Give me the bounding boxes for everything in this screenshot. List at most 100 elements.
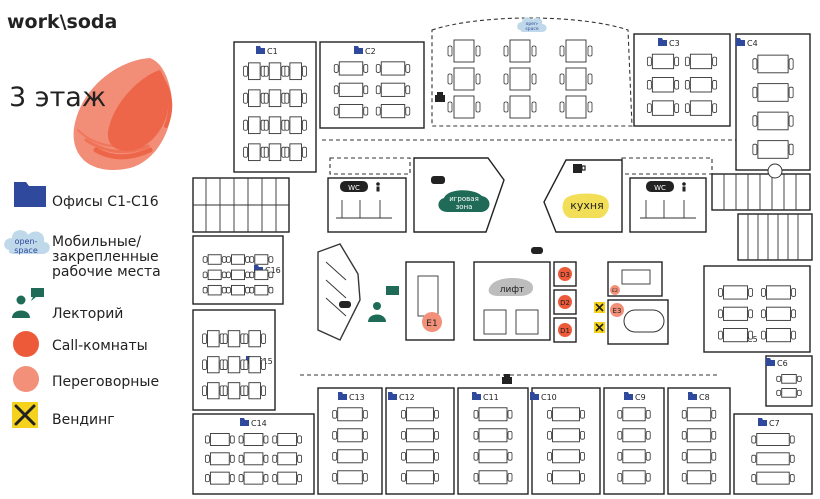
chair <box>788 143 794 156</box>
chair <box>617 472 623 482</box>
desk <box>380 104 406 119</box>
chair <box>712 80 718 90</box>
desk <box>651 77 675 93</box>
chair <box>333 85 339 95</box>
desk <box>686 449 712 464</box>
chair <box>587 73 593 85</box>
desk <box>757 111 789 131</box>
chair <box>547 409 552 419</box>
desk <box>689 100 713 116</box>
chair <box>243 92 248 104</box>
chair <box>363 106 369 116</box>
chair <box>748 309 753 319</box>
call-room-d3-label: D3 <box>560 271 570 279</box>
chair <box>284 92 290 104</box>
chair <box>229 454 235 463</box>
desk <box>248 89 261 108</box>
chair <box>226 286 231 294</box>
office-9: С9 <box>603 387 665 495</box>
chair <box>332 472 338 482</box>
office-label: С1 <box>267 47 278 56</box>
desk <box>337 407 363 422</box>
chair <box>333 106 339 116</box>
chair <box>580 430 585 440</box>
office-2: С2 <box>319 41 425 129</box>
chair <box>559 45 565 57</box>
chair <box>238 435 244 444</box>
mug-icon <box>573 164 586 173</box>
desk <box>478 470 508 485</box>
chair <box>617 430 623 440</box>
chair <box>263 92 269 104</box>
open-space-top-text-2: space <box>525 27 538 32</box>
desk <box>248 382 261 400</box>
chair <box>789 474 795 483</box>
chair <box>752 115 758 127</box>
chair <box>249 271 255 279</box>
chair <box>776 389 782 396</box>
chair <box>229 435 235 444</box>
legend-label-open-space-line1: Мобильные/ <box>52 234 141 250</box>
office-15: С15 <box>192 309 276 411</box>
desk <box>565 95 587 119</box>
brush-stroke-decoration <box>73 58 173 171</box>
person-icon <box>682 182 686 192</box>
meeting-room-e2: E2 <box>607 261 663 297</box>
desk <box>248 330 261 348</box>
desk <box>207 254 222 265</box>
chair <box>674 56 680 67</box>
chair <box>473 430 479 440</box>
chair <box>205 454 210 463</box>
chair <box>221 286 227 294</box>
chair <box>375 64 381 73</box>
chair <box>284 65 290 77</box>
legend-panel: work\soda 3 этаж Офисы С1-С16 open- spac… <box>4 11 173 428</box>
desk <box>757 140 789 159</box>
chair <box>684 56 690 67</box>
chair <box>645 430 651 440</box>
desk <box>277 433 298 446</box>
office-1: С1 <box>233 41 317 173</box>
desk <box>689 77 713 93</box>
chair <box>681 430 687 440</box>
desk <box>289 116 302 135</box>
legend-label-lecture: Лекторий <box>52 306 123 322</box>
desk <box>406 407 434 422</box>
folder-icon <box>240 418 249 426</box>
chair <box>202 359 207 370</box>
chair <box>202 286 208 294</box>
desk <box>756 433 790 446</box>
chair <box>447 73 453 85</box>
chair <box>245 271 250 279</box>
chair <box>221 256 227 263</box>
legend-label-open-space-line3: рабочие места <box>52 264 161 280</box>
office-8: С8 <box>667 387 731 495</box>
desk <box>243 452 264 466</box>
chair <box>712 56 718 67</box>
elevator-label: лифт <box>500 285 525 295</box>
kitchen: кухня <box>543 159 623 233</box>
folder-icon <box>688 392 697 400</box>
chair <box>297 454 302 463</box>
desk <box>723 328 748 343</box>
chair <box>507 409 513 419</box>
desk <box>686 407 712 422</box>
desk <box>757 83 789 102</box>
chair <box>268 286 274 294</box>
meeting-room-e2-label: E2 <box>612 288 618 294</box>
chair <box>507 430 513 440</box>
folder-icon <box>338 392 347 400</box>
desk <box>453 39 475 63</box>
chair <box>547 472 552 482</box>
chair <box>263 65 269 77</box>
desk <box>209 452 230 466</box>
legend-item-vending: Вендинг <box>12 402 115 428</box>
chair <box>263 146 269 158</box>
meeting-room-dot-icon <box>13 366 39 392</box>
gamepad-icon <box>431 176 445 184</box>
chair <box>284 146 290 158</box>
game-zone: игровая зона <box>413 157 505 233</box>
folder-icon <box>530 392 539 400</box>
chair <box>284 119 290 131</box>
desk <box>651 53 675 70</box>
